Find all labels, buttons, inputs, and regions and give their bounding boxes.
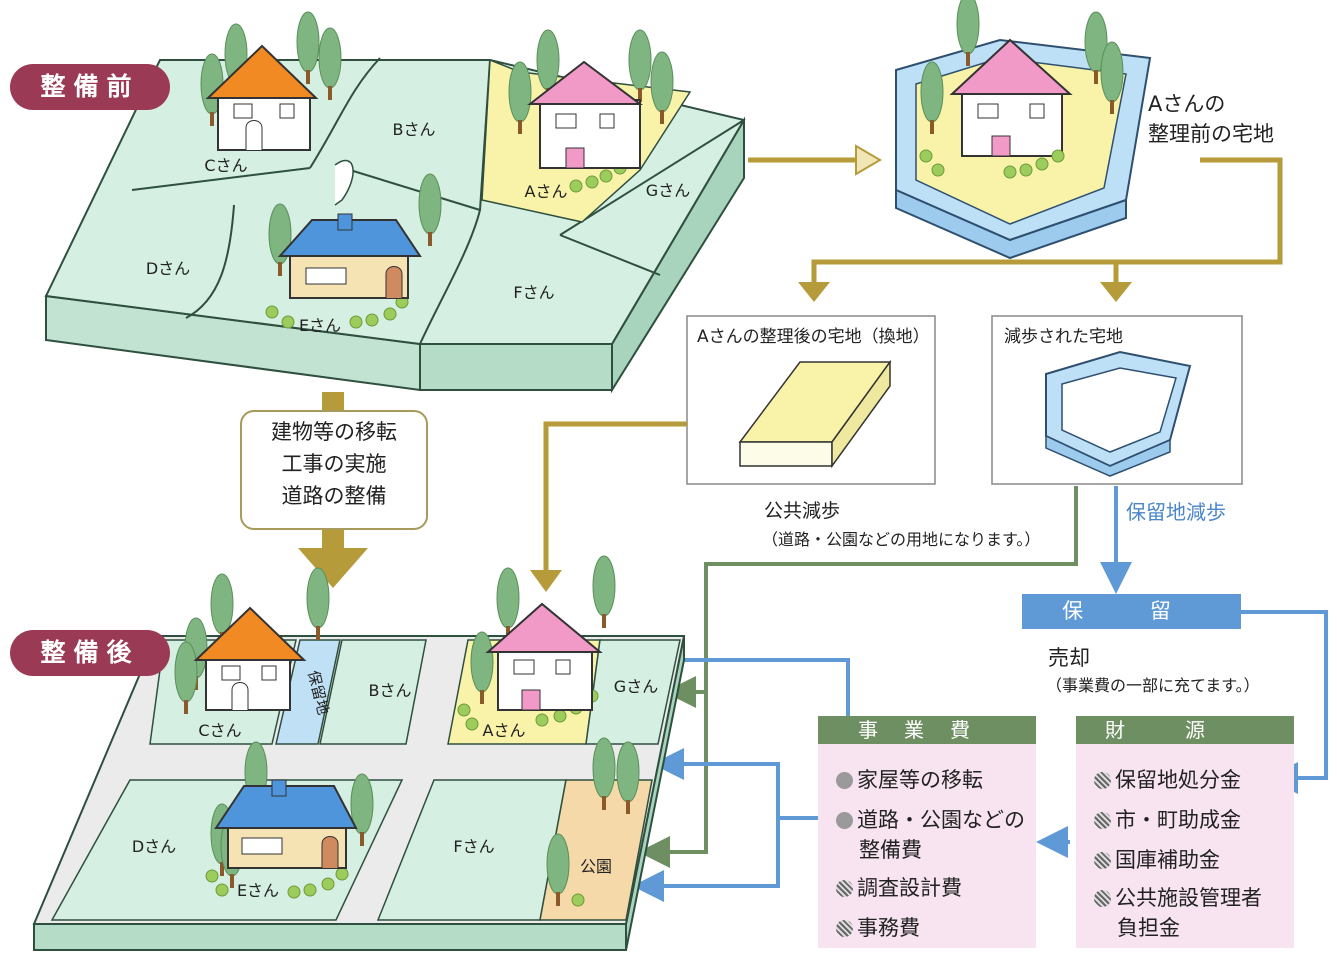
after-parcel-label: Cさん <box>198 721 241 740</box>
funds-panel <box>1076 716 1294 948</box>
process-box: 建物等の移転 工事の実施 道路の整備 <box>240 410 428 530</box>
before-parcel-label: Eさん <box>299 316 341 335</box>
public-reduction-note: （道路・公園などの用地になります。） <box>762 530 1041 549</box>
costs-item: 家屋等の移転 <box>836 764 983 794</box>
bullet-icon <box>1094 772 1111 789</box>
bullet-icon <box>1094 812 1111 829</box>
funds-item: 市・町助成金 <box>1094 804 1241 834</box>
after-parcel-label: Fさん <box>453 837 494 856</box>
reduced-box-title: 減歩された宅地 <box>1004 327 1123 347</box>
funds-header: 財源 <box>1076 716 1294 744</box>
a-after-plot <box>738 359 892 469</box>
bullet-icon <box>836 812 853 829</box>
funds-item-continued: 負担金 <box>1117 916 1180 940</box>
costs-item: 調査設計費 <box>836 872 962 902</box>
a-before-title-line1: Aさんの <box>1148 92 1226 116</box>
after-parcel-label: Gさん <box>614 677 658 696</box>
after-parcel-label: 公園 <box>580 857 612 876</box>
reserve-land-sale-note: （事業費の一部に充てます。） <box>1046 676 1260 695</box>
bullet-icon <box>1094 852 1111 869</box>
costs-header: 事業費 <box>818 716 1036 744</box>
process-line3: 道路の整備 <box>281 484 387 508</box>
costs-item-continued: 整備費 <box>859 838 922 862</box>
reserve-land-bar: 保 留 地 <box>1022 594 1241 658</box>
after-parcel-label: Aさん <box>483 721 526 740</box>
a-before-title-line2: 整理前の宅地 <box>1148 122 1274 146</box>
house-e-before <box>277 213 422 299</box>
before-parcel-label: Dさん <box>146 259 190 278</box>
funds-item: 保留地処分金 <box>1094 764 1241 794</box>
bullet-icon <box>1094 890 1111 907</box>
after-parcel-label: Dさん <box>132 837 176 856</box>
bullet-icon <box>836 920 853 937</box>
costs-item: 事務費 <box>836 912 920 942</box>
after-pill: 整備後 <box>10 630 170 676</box>
house-c-before <box>205 44 319 151</box>
before-parcel-label: Gさん <box>646 181 690 200</box>
costs-panel <box>818 716 1036 948</box>
after-parcel-label: Eさん <box>237 881 279 900</box>
bullet-icon <box>836 880 853 897</box>
public-reduction-title: 公共減歩 <box>764 500 841 522</box>
house-a-before <box>527 60 643 169</box>
before-parcel-label: Fさん <box>513 283 554 302</box>
funds-item: 国庫補助金 <box>1094 844 1220 874</box>
before-pill: 整備前 <box>10 64 170 110</box>
process-line2: 工事の実施 <box>281 452 387 476</box>
reduced-plot <box>1045 350 1192 477</box>
before-parcel-label: Cさん <box>204 156 247 175</box>
bullet-icon <box>836 772 853 789</box>
a-before-plot <box>895 0 1152 260</box>
before-landscape: Cさん Bさん Aさん Gさん Dさん Eさん Fさん <box>44 11 746 394</box>
reserve-reduction-title: 保留地減歩 <box>1126 500 1226 524</box>
after-parcel-label: Bさん <box>369 681 412 700</box>
funds-item: 公共施設管理者 <box>1094 882 1262 912</box>
before-parcel-label: Bさん <box>393 120 436 139</box>
costs-item: 道路・公園などの <box>836 804 1025 834</box>
process-line1: 建物等の移転 <box>271 420 397 444</box>
after-landscape: Cさん Bさん Aさん Gさん Dさん Eさん Fさん 公園 保留地 <box>32 555 686 951</box>
reserve-land-sale: 売却 <box>1048 646 1090 670</box>
a-after-box-title: Aさんの整理後の宅地（換地） <box>697 327 930 347</box>
before-parcel-label: Aさん <box>525 182 568 201</box>
